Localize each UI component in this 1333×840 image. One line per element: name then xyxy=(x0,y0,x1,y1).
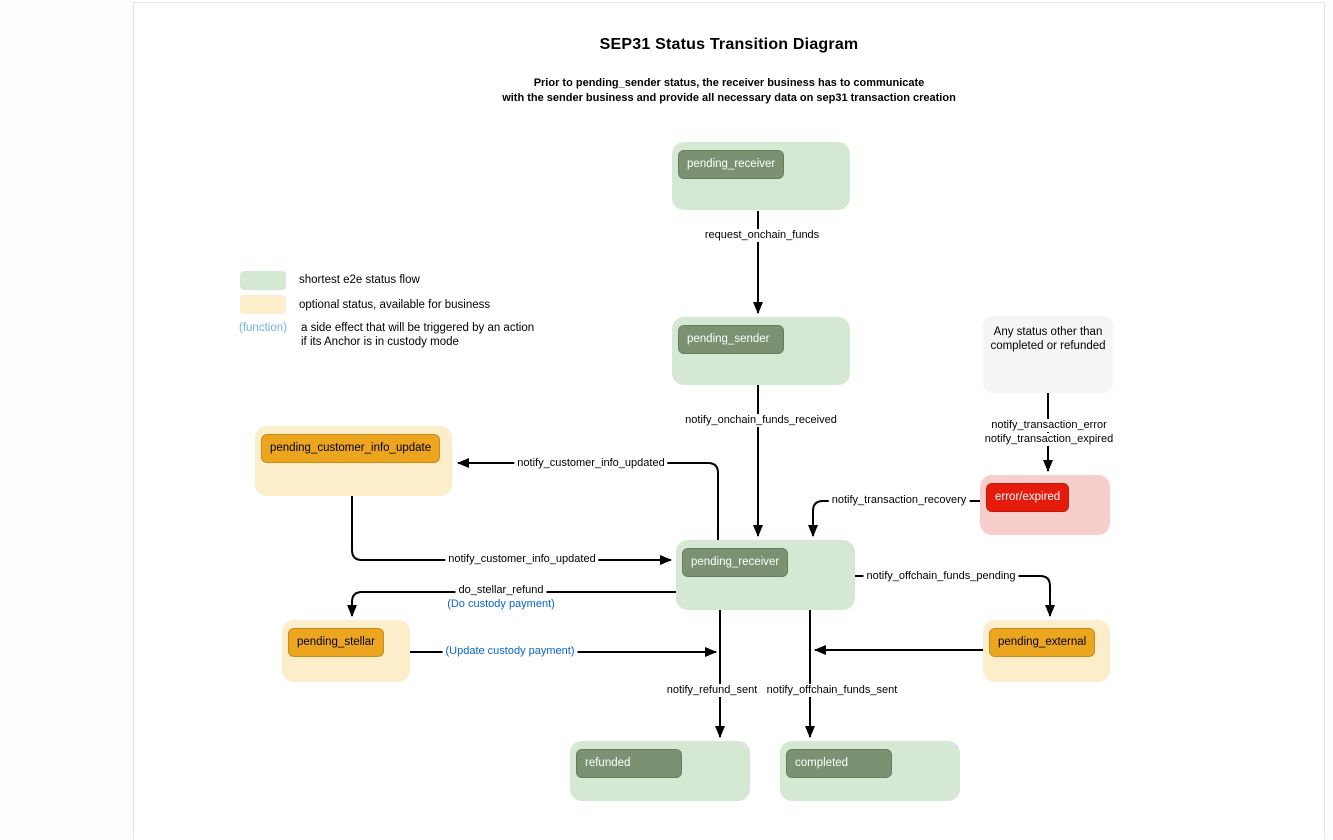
node-error-expired-label: error/expired xyxy=(986,483,1070,512)
edge-notify-offchain-funds-pending xyxy=(855,575,1055,617)
node-pending-receiver-top: pending_receiver xyxy=(672,142,850,210)
legend-swatch-yellow xyxy=(240,295,286,314)
edge-label-request-onchain-funds: request_onchain_funds xyxy=(701,229,823,242)
node-any-status: Any status other than completed or refun… xyxy=(983,316,1113,393)
node-pending-receiver-mid-label: pending_receiver xyxy=(682,548,789,577)
node-refunded-label: refunded xyxy=(576,749,682,778)
edge-notify-customer-info-updated-top xyxy=(457,458,719,540)
node-pending-receiver-top-label: pending_receiver xyxy=(678,150,785,179)
node-pending-external-label: pending_external xyxy=(989,628,1096,657)
edge-label-notify-onchain-funds-received: notify_onchain_funds_received xyxy=(682,414,840,427)
diagram-title: SEP31 Status Transition Diagram xyxy=(599,36,859,53)
subtitle-line-1: Prior to pending_sender status, the rece… xyxy=(533,77,925,89)
edge-do-stellar-refund xyxy=(347,591,676,617)
edge-label-notify-customer-info-updated-top: notify_customer_info_updated xyxy=(514,457,668,470)
node-pending-sender: pending_sender xyxy=(672,317,850,385)
edge-label-notify-offchain-funds-pending: notify_offchain_funds_pending xyxy=(863,570,1019,583)
node-pending-stellar: pending_stellar xyxy=(282,620,410,682)
node-completed: completed xyxy=(780,741,960,801)
node-any-status-line2: completed or refunded xyxy=(990,340,1106,352)
node-pending-customer-info-update-label: pending_customer_info_update xyxy=(261,434,441,463)
subtitle-line-2: with the sender business and provide all… xyxy=(502,92,956,104)
edge-label-notify-transaction-expired: notify_transaction_expired xyxy=(981,433,1117,446)
diagram-subtitle: Prior to pending_sender status, the rece… xyxy=(133,76,1325,106)
node-pending-external: pending_external xyxy=(983,620,1110,682)
legend-function-desc-2: if its Anchor is in custody mode xyxy=(301,336,459,348)
legend-label-shortest-flow: shortest e2e status flow xyxy=(299,274,420,286)
legend-function-token: (function) xyxy=(239,322,287,334)
edge-label-update-custody-payment: (Update custody payment) xyxy=(442,645,578,658)
node-pending-sender-label: pending_sender xyxy=(678,325,784,354)
node-pending-customer-info-update: pending_customer_info_update xyxy=(255,426,452,496)
edge-label-do-stellar-refund: do_stellar_refund xyxy=(455,584,547,597)
edge-notify-customer-info-updated-bottom xyxy=(351,496,672,565)
edge-label-notify-offchain-funds-sent: notify_offchain_funds_sent xyxy=(763,684,901,697)
node-completed-label: completed xyxy=(786,749,892,778)
node-refunded: refunded xyxy=(570,741,750,801)
legend-function-desc-1: a side effect that will be triggered by … xyxy=(301,322,535,334)
node-pending-stellar-label: pending_stellar xyxy=(288,628,385,657)
node-error-expired: error/expired xyxy=(980,475,1110,535)
edge-label-notify-customer-info-updated-bottom: notify_customer_info_updated xyxy=(445,553,599,566)
node-any-status-line1: Any status other than xyxy=(993,326,1103,338)
legend-swatch-green xyxy=(240,271,286,290)
edge-label-notify-refund-sent: notify_refund_sent xyxy=(663,684,761,697)
edge-label-notify-transaction-error: notify_transaction_error xyxy=(988,419,1110,432)
edge-label-notify-transaction-recovery: notify_transaction_recovery xyxy=(828,494,970,507)
node-pending-receiver-mid: pending_receiver xyxy=(676,540,855,610)
edge-label-do-custody-payment: (Do custody payment) xyxy=(444,598,558,611)
edge-notify-transaction-recovery xyxy=(808,500,985,537)
legend-label-optional-status: optional status, available for business xyxy=(299,299,491,311)
